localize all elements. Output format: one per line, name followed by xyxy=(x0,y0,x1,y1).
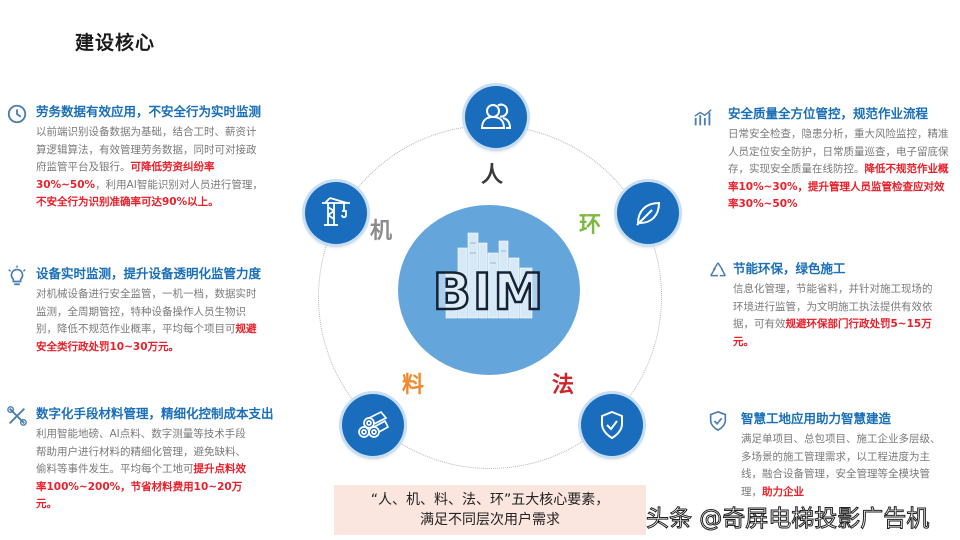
pipes-icon xyxy=(358,410,390,438)
banner-line-1: “人、机、料、法、环”五大核心要素， xyxy=(370,492,610,508)
section-heading: 智慧工地应用助力智慧建造 xyxy=(741,411,892,426)
section-body: 日常安全检查，隐患分析，重大风险监控，精准人员定位安全防护，日常质量巡查，电子留… xyxy=(728,128,949,210)
recycle-icon xyxy=(710,262,726,277)
section-body: 利用智能地磅、AI点料、数字测量等技术手段帮助用户进行材料的精细化管理，避免缺料… xyxy=(36,428,246,510)
section-equipment: 设备实时监测，提升设备透明化监管力度 对机械设备进行安全监管，一机一档，数据实时… xyxy=(6,265,306,356)
node-label-machine: 机 xyxy=(370,219,393,244)
node-label-method: 法 xyxy=(552,373,575,398)
section-smart-site: 智慧工地应用助力智慧建造 满足单项目、总包项目、施工企业多层级、多场景的施工管理… xyxy=(707,410,960,501)
section-body: 信息化管理，节能省料，并针对施工现场的环境进行监管，为文明施工执法提供有效依据，… xyxy=(733,283,933,348)
leaf-icon xyxy=(636,201,661,226)
city-skyline-icon xyxy=(445,232,533,319)
bar-chart-icon xyxy=(694,109,712,126)
tools-icon xyxy=(7,406,27,426)
summary-banner: “人、机、料、法、环”五大核心要素， 满足不同层次用户需求 xyxy=(334,485,646,535)
node-person xyxy=(465,86,527,148)
section-safety-quality: 安全质量全方位管控，规范作业流程 日常安全检查，隐患分析，重大风险监控，精准人员… xyxy=(692,105,960,214)
node-machine xyxy=(305,182,367,244)
section-heading: 安全质量全方位管控，规范作业流程 xyxy=(728,106,929,121)
node-material xyxy=(342,394,404,456)
section-heading: 劳务数据有效应用，不安全行为实时监测 xyxy=(36,104,262,119)
node-label-person: 人 xyxy=(481,163,504,188)
banner-line-2: 满足不同层次用户需求 xyxy=(420,512,560,528)
section-heading: 数字化手段材料管理，精细化控制成本支出 xyxy=(36,406,274,421)
bim-center-circle: BIM xyxy=(398,205,580,375)
watermark: 头条 @奇屏电梯投影广告机 xyxy=(645,506,930,533)
section-body: 以前端识别设备数据为基础，结合工时、薪资计算逻辑算法，有效管理劳务数据，同时可对… xyxy=(36,126,263,208)
shield-check-icon xyxy=(709,410,727,432)
node-method xyxy=(581,394,643,456)
node-environment xyxy=(617,182,679,244)
page-title: 建设核心 xyxy=(75,32,156,54)
section-heading: 设备实时监测，提升设备透明化监管力度 xyxy=(36,266,262,281)
lightbulb-icon xyxy=(8,265,26,286)
section-material: 数字化手段材料管理，精细化控制成本支出 利用智能地磅、AI点料、数字测量等技术手… xyxy=(6,405,316,514)
section-heading: 节能环保，绿色施工 xyxy=(733,261,846,276)
section-green: 节能环保，绿色施工 信息化管理，节能省料，并针对施工现场的环境进行监管，为文明施… xyxy=(707,260,960,351)
section-body: 对机械设备进行安全监管，一机一档，数据实时监测，全周期管控，特种设备操作人员生物… xyxy=(36,288,257,353)
node-label-environment: 环 xyxy=(579,213,602,238)
section-labor: 劳务数据有效应用，不安全行为实时监测 以前端识别设备数据为基础，结合工时、薪资计… xyxy=(6,103,306,212)
node-label-material: 料 xyxy=(402,373,425,398)
clock-icon xyxy=(7,104,27,124)
section-body: 满足单项目、总包项目、施工企业多层级、多场景的施工管理需求，以工程进度为主线，融… xyxy=(741,433,941,498)
users-icon xyxy=(480,103,512,129)
shield-check-icon xyxy=(601,410,623,440)
bim-label: BIM xyxy=(432,262,546,323)
crane-icon xyxy=(322,197,350,226)
